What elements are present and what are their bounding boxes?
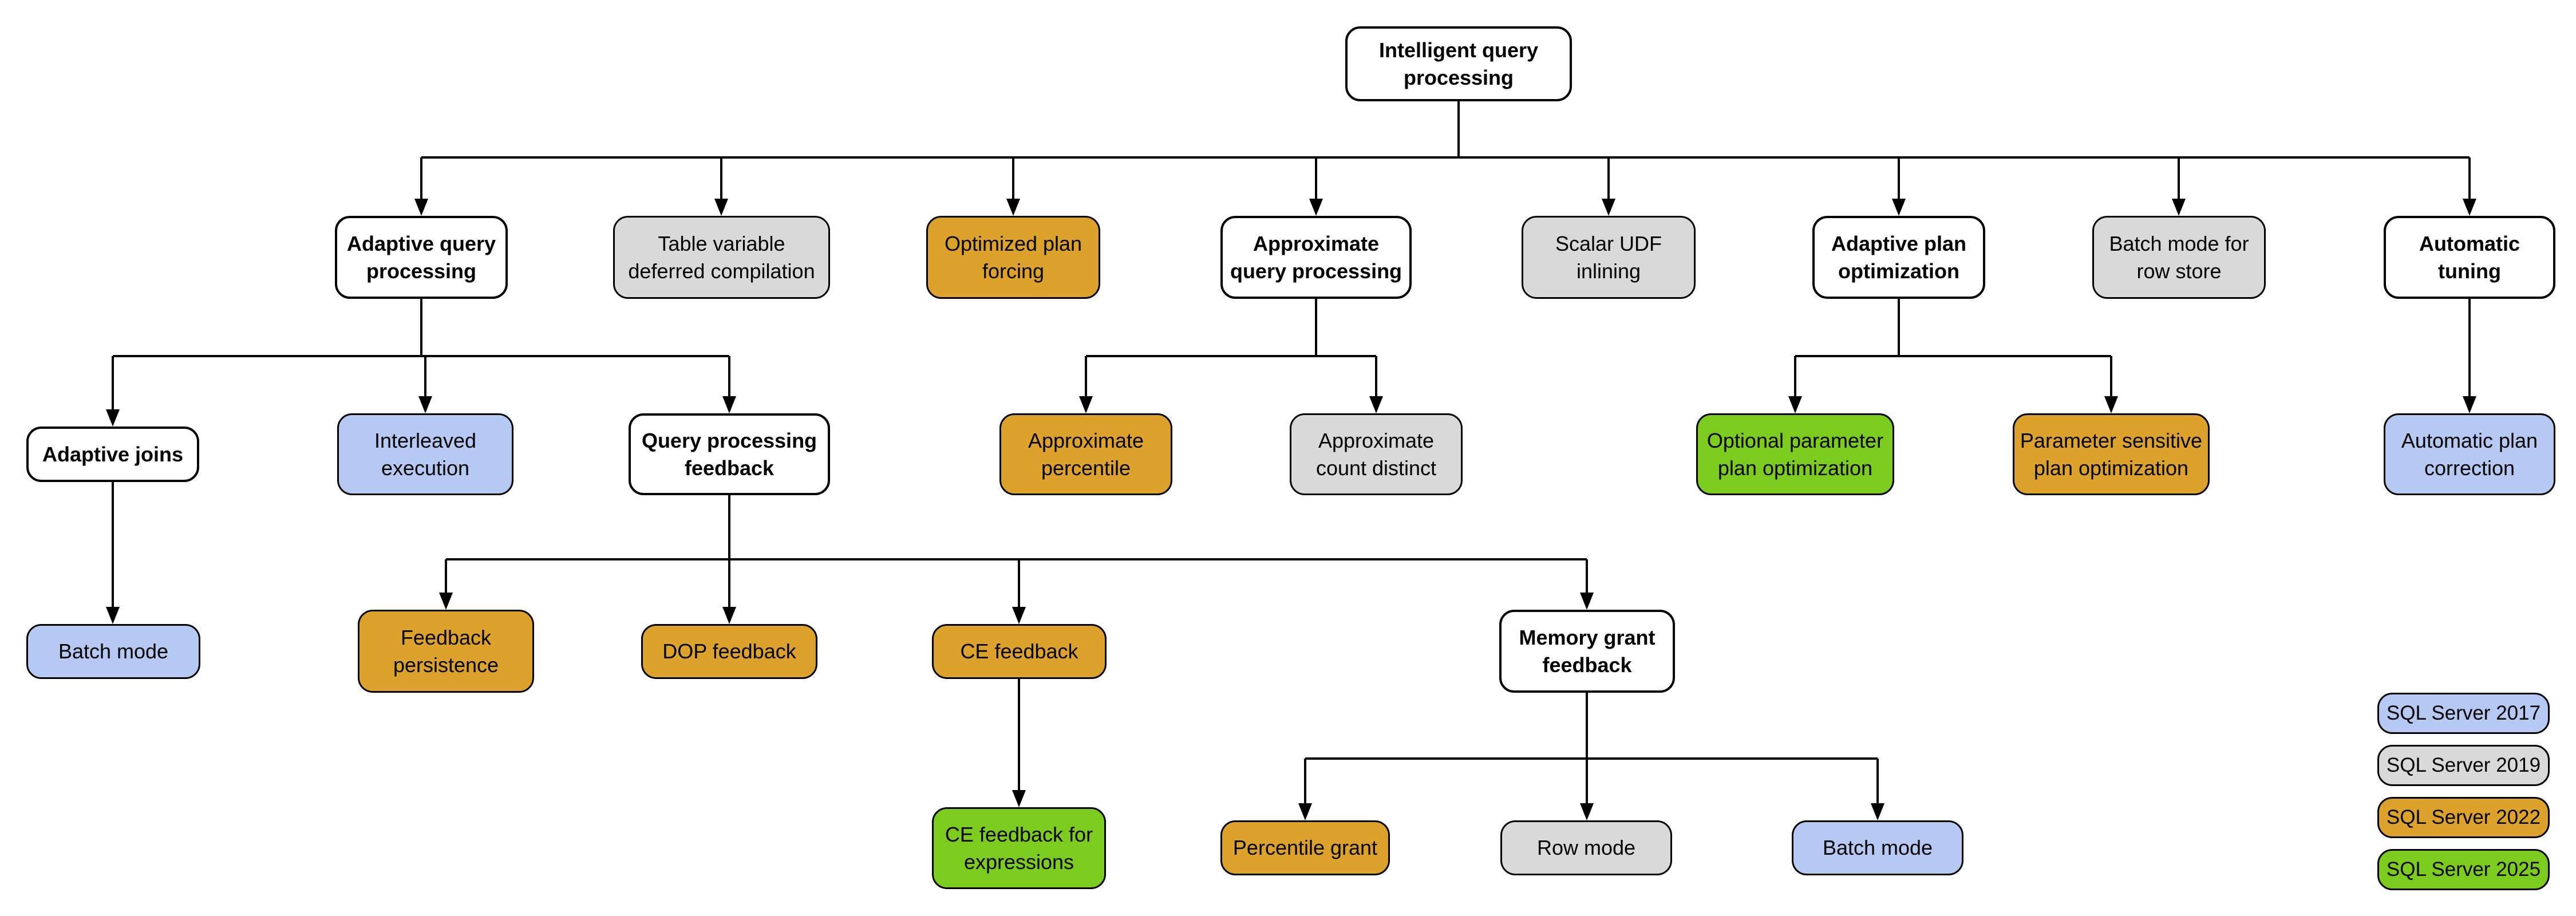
arrowhead-icon: [2463, 396, 2476, 413]
legend-sql-server-2022: SQL Server 2022: [2377, 797, 2550, 838]
node-label: DOP feedback: [662, 639, 796, 664]
legend-sql-server-2025: SQL Server 2025: [2377, 849, 2550, 890]
node-label: Parameter sensitive plan optimization: [2020, 428, 2203, 480]
node-ce-feedback: CE feedback: [932, 624, 1107, 679]
node-label: Memory grant feedback: [1519, 625, 1656, 677]
arrowhead-icon: [1079, 396, 1093, 413]
node-approximate-percentile: Approximate percentile: [999, 413, 1172, 495]
node-batch-mode-memory-grant: Batch mode: [1792, 820, 1963, 875]
node-interleaved-execution: Interleaved execution: [337, 413, 513, 495]
node-label: CE feedback: [960, 639, 1078, 664]
node-row-mode: Row mode: [1500, 820, 1672, 875]
node-intelligent-query-processing: Intelligent query processing: [1345, 26, 1572, 101]
node-batch-mode-adaptive-joins: Batch mode: [26, 624, 200, 679]
arrowhead-icon: [1788, 396, 1802, 413]
node-label: Automatic plan correction: [2401, 428, 2538, 480]
node-table-variable-deferred-compilation: Table variable deferred compilation: [613, 216, 830, 299]
arrowhead-icon: [418, 396, 432, 413]
node-adaptive-query-processing: Adaptive query processing: [335, 216, 508, 299]
node-scalar-udf-inlining: Scalar UDF inlining: [1522, 216, 1696, 299]
node-label: Batch mode: [58, 639, 169, 664]
legend-sql-server-2019: SQL Server 2019: [2377, 745, 2550, 786]
node-approximate-query-processing: Approximate query processing: [1220, 216, 1412, 299]
node-label: Optimized plan forcing: [944, 231, 1082, 283]
legend-label: SQL Server 2022: [2386, 806, 2541, 828]
arrowhead-icon: [1580, 803, 1594, 820]
arrowhead-icon: [1892, 199, 1906, 216]
arrowhead-icon: [1298, 803, 1312, 820]
arrowhead-icon: [106, 409, 120, 427]
node-label: CE feedback for expressions: [945, 822, 1093, 874]
node-label: Automatic tuning: [2419, 231, 2520, 283]
node-label: Batch mode: [1822, 836, 1933, 860]
node-label: Adaptive query processing: [346, 231, 496, 283]
arrowhead-icon: [1309, 199, 1323, 216]
node-approximate-count-distinct: Approximate count distinct: [1290, 413, 1463, 495]
node-label: Percentile grant: [1232, 836, 1378, 860]
node-automatic-plan-correction: Automatic plan correction: [2384, 413, 2555, 495]
node-query-processing-feedback: Query processing feedback: [629, 413, 830, 495]
node-label: Query processing feedback: [641, 428, 817, 480]
arrowhead-icon: [106, 607, 120, 624]
node-percentile-grant: Percentile grant: [1220, 820, 1390, 875]
node-optional-parameter-plan-optimization: Optional parameter plan optimization: [1696, 413, 1894, 495]
arrowhead-icon: [439, 593, 453, 610]
arrowhead-icon: [722, 607, 736, 624]
node-parameter-sensitive-plan-optimization: Parameter sensitive plan optimization: [2013, 413, 2210, 495]
node-feedback-persistence: Feedback persistence: [358, 610, 534, 693]
node-label: Batch mode for row store: [2109, 231, 2249, 283]
node-automatic-tuning: Automatic tuning: [2384, 216, 2555, 299]
arrowhead-icon: [714, 199, 728, 216]
node-adaptive-plan-optimization: Adaptive plan optimization: [1812, 216, 1985, 299]
node-batch-mode-for-row-store: Batch mode for row store: [2092, 216, 2266, 299]
node-label: Optional parameter plan optimization: [1706, 428, 1884, 480]
node-label: Adaptive joins: [42, 442, 184, 466]
arrowhead-icon: [1871, 803, 1884, 820]
node-dop-feedback: DOP feedback: [641, 624, 817, 679]
arrowhead-icon: [1580, 593, 1594, 610]
node-optimized-plan-forcing: Optimized plan forcing: [926, 216, 1100, 299]
node-memory-grant-feedback: Memory grant feedback: [1499, 610, 1675, 693]
arrowhead-icon: [722, 396, 736, 413]
node-label: Table variable deferred compilation: [628, 231, 815, 283]
node-label: Approximate percentile: [1028, 428, 1144, 480]
arrowhead-icon: [414, 199, 428, 216]
legend-sql-server-2017: SQL Server 2017: [2377, 693, 2550, 734]
arrowhead-icon: [1012, 790, 1026, 807]
legend-label: SQL Server 2017: [2386, 702, 2541, 724]
node-label: Approximate count distinct: [1315, 428, 1437, 480]
node-label: Scalar UDF inlining: [1555, 231, 1662, 283]
legend-label: SQL Server 2025: [2386, 858, 2541, 881]
arrowhead-icon: [1006, 199, 1020, 216]
node-label: Intelligent query processing: [1378, 38, 1539, 89]
arrowhead-icon: [2104, 396, 2118, 413]
arrowhead-icon: [2172, 199, 2186, 216]
arrowhead-icon: [2463, 199, 2476, 216]
node-label: Approximate query processing: [1230, 231, 1402, 283]
node-adaptive-joins: Adaptive joins: [26, 427, 199, 482]
node-ce-feedback-for-expressions: CE feedback for expressions: [932, 807, 1106, 889]
arrowhead-icon: [1369, 396, 1383, 413]
node-label: Feedback persistence: [393, 625, 499, 677]
node-label: Adaptive plan optimization: [1831, 231, 1967, 283]
arrowhead-icon: [1012, 607, 1026, 624]
legend-label: SQL Server 2019: [2386, 754, 2541, 776]
node-label: Row mode: [1536, 836, 1636, 860]
node-label: Interleaved execution: [374, 428, 477, 480]
arrowhead-icon: [1602, 199, 1615, 216]
